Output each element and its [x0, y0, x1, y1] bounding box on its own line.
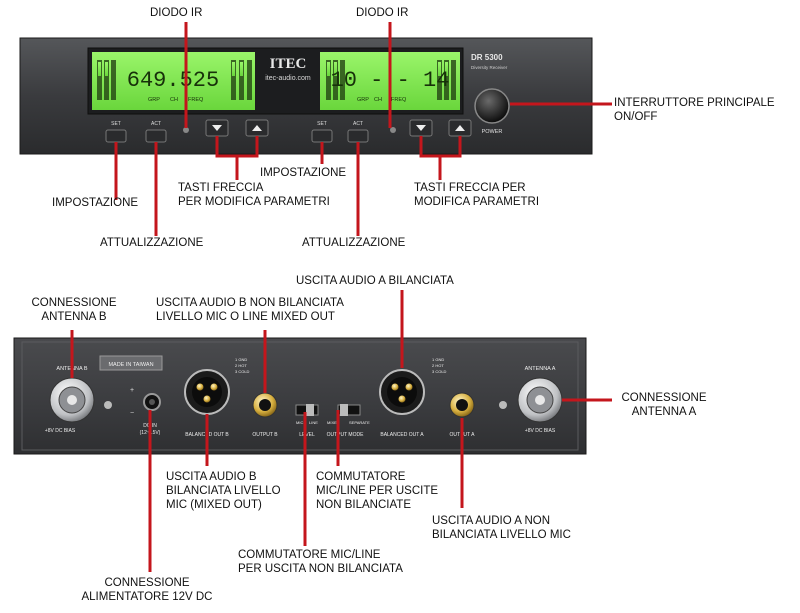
act-button-2[interactable] [347, 129, 369, 143]
set-button-1[interactable] [105, 129, 127, 143]
dc-bias-label-b: +8V DC BIAS [45, 428, 76, 434]
label-interruttore-line2: ON/OFF [614, 111, 658, 123]
down-arrow-icon-2 [416, 125, 426, 131]
act-label-1: ACT [151, 121, 161, 127]
up-arrow-icon-2 [455, 125, 465, 131]
power-label: POWER [482, 129, 503, 135]
level-line-label: LINE [309, 420, 318, 425]
left-lcd-tag-freq: FREQ [188, 97, 204, 103]
left-lcd-readout: 649.525 [127, 68, 219, 93]
pin-legend-a-2: 2 HOT [432, 363, 444, 368]
label-uscita-bilanciata-a: USCITA AUDIO A BILANCIATA [296, 275, 454, 287]
output-b-label: OUTPUT B [252, 432, 278, 438]
label-interruttore-line1: INTERRUTTORE PRINCIPALE [614, 97, 775, 109]
label-commutatore-2-line2: PER USCITA NON BILANCIATA [238, 563, 403, 575]
label-attualizzazione-left: ATTUALIZZAZIONE [100, 237, 204, 249]
label-impostazione-left: IMPOSTAZIONE [52, 197, 139, 209]
pin-legend-a-3: 3 COLD [432, 369, 447, 374]
dc-bias-label-a: +8V DC BIAS [525, 428, 556, 434]
label-uscita-b-bil-line3: MIC (MIXED OUT) [166, 499, 262, 511]
output-mode-label: OUTPUT MODE [327, 432, 365, 438]
label-connessione-b: CONNESSIONE ANTENNA B [24, 296, 124, 324]
label-uscita-b-non-bil-line1: USCITA AUDIO B NON BILANCIATA [156, 297, 344, 309]
right-lcd-tag-ch: CH [374, 97, 382, 103]
brand-logo: ITEC [270, 56, 307, 72]
label-uscita-a-non-bil-line2: BILANCIATA LIVELLO MIC [432, 529, 571, 541]
set-label-1: SET [111, 121, 121, 127]
label-commutatore-uscite: COMMUTATORE MIC/LINE PER USCITE NON BILA… [316, 470, 438, 512]
act-button-1[interactable] [145, 129, 167, 143]
svg-text:+: + [130, 387, 134, 394]
made-in-label: MADE IN TAIWAN [108, 362, 153, 368]
set-label-2: SET [317, 121, 327, 127]
label-uscita-b-non-bilanciata: USCITA AUDIO B NON BILANCIATA LIVELLO MI… [156, 296, 344, 324]
right-lcd-tag-grp: GRP [357, 97, 369, 103]
label-uscita-a-non-bil-line1: USCITA AUDIO A NON [432, 515, 551, 527]
label-attualizzazione-right: ATTUALIZZAZIONE [302, 237, 406, 249]
label-diodo-ir-right: DIODO IR [356, 7, 409, 19]
label-connessione-b-line2: ANTENNA B [41, 311, 107, 323]
label-commutatore-1-line2: MIC/LINE PER USCITE [316, 485, 439, 497]
antenna-a-label: ANTENNA A [525, 366, 556, 372]
label-connessione-a-line1: CONNESSIONE [621, 392, 707, 404]
label-diodo-ir-left: DIODO IR [150, 7, 203, 19]
front-panel: 649.525 10 - - 14 GRP CH FREQ GRP CH FRE… [19, 37, 593, 155]
label-uscita-b-bilanciata: USCITA AUDIO B BILANCIATA LIVELLO MIC (M… [166, 470, 281, 512]
label-tasti-freccia-left-line2: PER MODIFICA PARAMETRI [178, 196, 330, 208]
label-uscita-b-bil-line1: USCITA AUDIO B [166, 471, 257, 483]
label-tasti-freccia-right-line2: MODIFICA PARAMETRI [414, 196, 540, 208]
brand-website: itec-audio.com [265, 75, 311, 82]
left-lcd [92, 52, 255, 110]
down-arrow-icon-1 [212, 125, 222, 131]
model-subtitle: Diversity Receiver [471, 65, 508, 70]
label-tasti-freccia-left: TASTI FRECCIA PER MODIFICA PARAMETRI [178, 181, 330, 209]
act-label-2: ACT [353, 121, 363, 127]
label-commutatore-2-line1: COMMUTATORE MIC/LINE [238, 549, 381, 561]
level-label: LEVEL [299, 432, 315, 438]
label-commutatore-1-line1: COMMUTATORE [316, 471, 406, 483]
label-impostazione-right: IMPOSTAZIONE [260, 167, 347, 179]
label-uscita-b-bil-line2: BILANCIATA LIVELLO [166, 485, 281, 497]
mode-separate-label: SEPARATE [349, 420, 370, 425]
level-switch[interactable] [306, 404, 314, 416]
up-arrow-icon-1 [252, 125, 262, 131]
left-lcd-tag-grp: GRP [148, 97, 160, 103]
label-alimentatore-line2: ALIMENTATORE 12V DC [81, 591, 213, 603]
set-button-2[interactable] [311, 129, 333, 143]
balanced-out-a-label: BALANCED OUT A [380, 432, 424, 438]
label-connessione-a-line2: ANTENNA A [631, 406, 697, 418]
level-mic-label: MIC [296, 420, 303, 425]
rear-panel: MADE IN TAIWAN ANTENNA B +8V DC BIAS DC … [13, 337, 587, 455]
label-commutatore-uscita: COMMUTATORE MIC/LINE PER USCITA NON BILA… [238, 548, 403, 576]
label-alimentatore-line1: CONNESSIONE [104, 577, 190, 589]
label-tasti-freccia-left-line1: TASTI FRECCIA [178, 182, 264, 194]
label-uscita-b-non-bil-line2: LIVELLO MIC O LINE MIXED OUT [156, 311, 335, 323]
pin-legend-b-3: 3 COLD [235, 369, 250, 374]
label-alimentatore: CONNESSIONE ALIMENTATORE 12V DC [72, 576, 222, 604]
right-lcd-tag-freq: FREQ [391, 97, 407, 103]
label-connessione-b-line1: CONNESSIONE [31, 297, 117, 309]
leader-lines [70, 22, 612, 572]
model-name: DR 5300 [471, 53, 503, 62]
svg-text:−: − [130, 410, 134, 417]
output-mode-switch[interactable] [340, 404, 348, 416]
power-button[interactable] [474, 88, 510, 124]
pin-legend-b-1: 1 GND [235, 357, 247, 362]
label-connessione-a: CONNESSIONE ANTENNA A [614, 391, 714, 419]
ir-diode-2 [390, 127, 396, 133]
ir-diode-1 [183, 127, 189, 133]
label-tasti-freccia-right: TASTI FRECCIA PER MODIFICA PARAMETRI [414, 181, 539, 209]
mode-mixed-label: MIXED [327, 420, 340, 425]
label-interruttore: INTERRUTTORE PRINCIPALE ON/OFF [614, 96, 775, 124]
label-uscita-a-non-bilanciata: USCITA AUDIO A NON BILANCIATA LIVELLO MI… [432, 514, 571, 542]
pin-legend-a-1: 1 GND [432, 357, 444, 362]
left-lcd-tag-ch: CH [170, 97, 178, 103]
label-commutatore-1-line3: NON BILANCIATE [316, 499, 411, 511]
label-tasti-freccia-right-line1: TASTI FRECCIA PER [414, 182, 526, 194]
pin-legend-b-2: 2 HOT [235, 363, 247, 368]
